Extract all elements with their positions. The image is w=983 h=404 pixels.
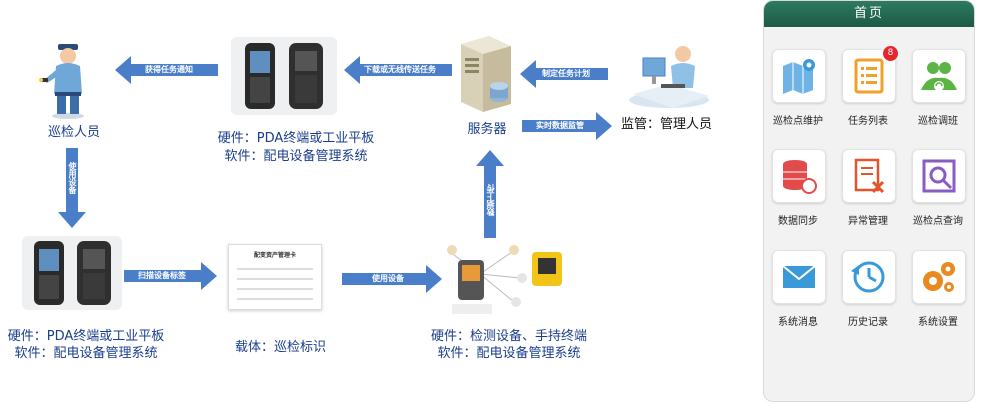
- arrow-plan: 制定任务计划: [520, 60, 608, 88]
- tile-history[interactable]: [842, 250, 896, 304]
- tile-label-data-sync: 数据同步: [778, 216, 818, 227]
- panel-title: 首页: [764, 1, 974, 27]
- arrow-download-label: 下载或无线传送任务: [364, 65, 436, 74]
- tile-exception-management[interactable]: [842, 149, 896, 203]
- pda-devices-top: [231, 37, 337, 115]
- list-icon: [854, 58, 884, 94]
- tile-system-settings[interactable]: [912, 250, 966, 304]
- arrow-realtime: 实时数据监管: [522, 112, 612, 140]
- tile-label-task-list: 任务列表: [848, 116, 888, 127]
- tile-label-checkpoint-maintenance: 巡检点维护: [773, 116, 823, 127]
- tile-checkpoint-query[interactable]: [912, 149, 966, 203]
- tile-label-history: 历史记录: [848, 317, 888, 328]
- asset-card-title: 配变资产管理卡: [253, 252, 296, 259]
- manager-label: 监管：管理人员: [621, 117, 713, 132]
- tile-task-list[interactable]: [842, 49, 896, 103]
- asset-card-illustration: 配变资产管理卡: [228, 244, 322, 310]
- detection-devices-illustration: [440, 238, 580, 318]
- tile-patrol-shift[interactable]: [912, 49, 966, 103]
- users-icon: [921, 62, 957, 91]
- detector-software-label: 软件：配电设备管理系统: [437, 346, 581, 361]
- pda-devices-bottom: [22, 236, 122, 310]
- tile-system-messages[interactable]: [772, 250, 826, 304]
- history-icon: [851, 261, 885, 293]
- arrow-scan: 扫描设备标签: [124, 262, 217, 290]
- arrow-download: 下载或无线传送任务: [344, 56, 452, 84]
- gears-icon: [923, 262, 955, 292]
- tile-data-sync[interactable]: [772, 149, 826, 203]
- manager-illustration: [623, 38, 715, 110]
- arrow-get-task: 获得任务通知: [115, 56, 218, 84]
- arrow-use-device-label: 使用设备: [68, 162, 77, 194]
- arrow-scan-label: 扫描设备标签: [138, 271, 186, 280]
- server-label: 服务器: [467, 122, 507, 137]
- arrow-realtime-label: 实时数据监管: [536, 121, 584, 130]
- arrow-use-label: 使用设备: [372, 274, 404, 283]
- arrow-use: 使用设备: [342, 265, 442, 293]
- map-pin-icon: [783, 59, 815, 94]
- arrow-use-device: 使用设备: [58, 148, 86, 228]
- arrow-upload: 数据上传: [476, 150, 504, 238]
- arrow-upload-label: 数据上传: [486, 184, 495, 216]
- patrol-person-label: 巡检人员: [47, 125, 100, 140]
- search-icon: [922, 159, 956, 193]
- tile-label-system-settings: 系统设置: [918, 317, 958, 328]
- arrow-plan-label: 制定任务计划: [542, 69, 590, 78]
- task-count-badge: 8: [883, 46, 898, 61]
- mobile-app-panel: 首页 巡检点维护 8 任务列表 巡检调: [763, 0, 975, 402]
- pda-bottom-software-label: 软件：配电设备管理系统: [14, 346, 158, 361]
- server-illustration: [455, 34, 517, 116]
- tile-checkpoint-maintenance[interactable]: [772, 49, 826, 103]
- mail-icon: [782, 265, 816, 288]
- patrol-person-illustration: [38, 40, 98, 120]
- tile-label-checkpoint-query: 巡检点查询: [913, 216, 963, 227]
- edit-error-icon: [854, 158, 885, 194]
- pda-top-software-label: 软件：配电设备管理系统: [224, 149, 368, 164]
- tile-label-exception-management: 异常管理: [848, 216, 888, 227]
- database-sync-icon: [783, 160, 817, 194]
- carrier-label: 载体：巡检标识: [235, 340, 327, 355]
- tile-label-patrol-shift: 巡检调班: [918, 116, 958, 127]
- pda-top-hardware-label: 硬件：PDA终端或工业平板: [217, 131, 375, 146]
- pda-bottom-hardware-label: 硬件：PDA终端或工业平板: [7, 329, 165, 344]
- tile-label-system-messages: 系统消息: [778, 317, 818, 328]
- detector-hardware-label: 硬件：检测设备、手持终端: [430, 329, 587, 344]
- arrow-get-task-label: 获得任务通知: [145, 65, 193, 74]
